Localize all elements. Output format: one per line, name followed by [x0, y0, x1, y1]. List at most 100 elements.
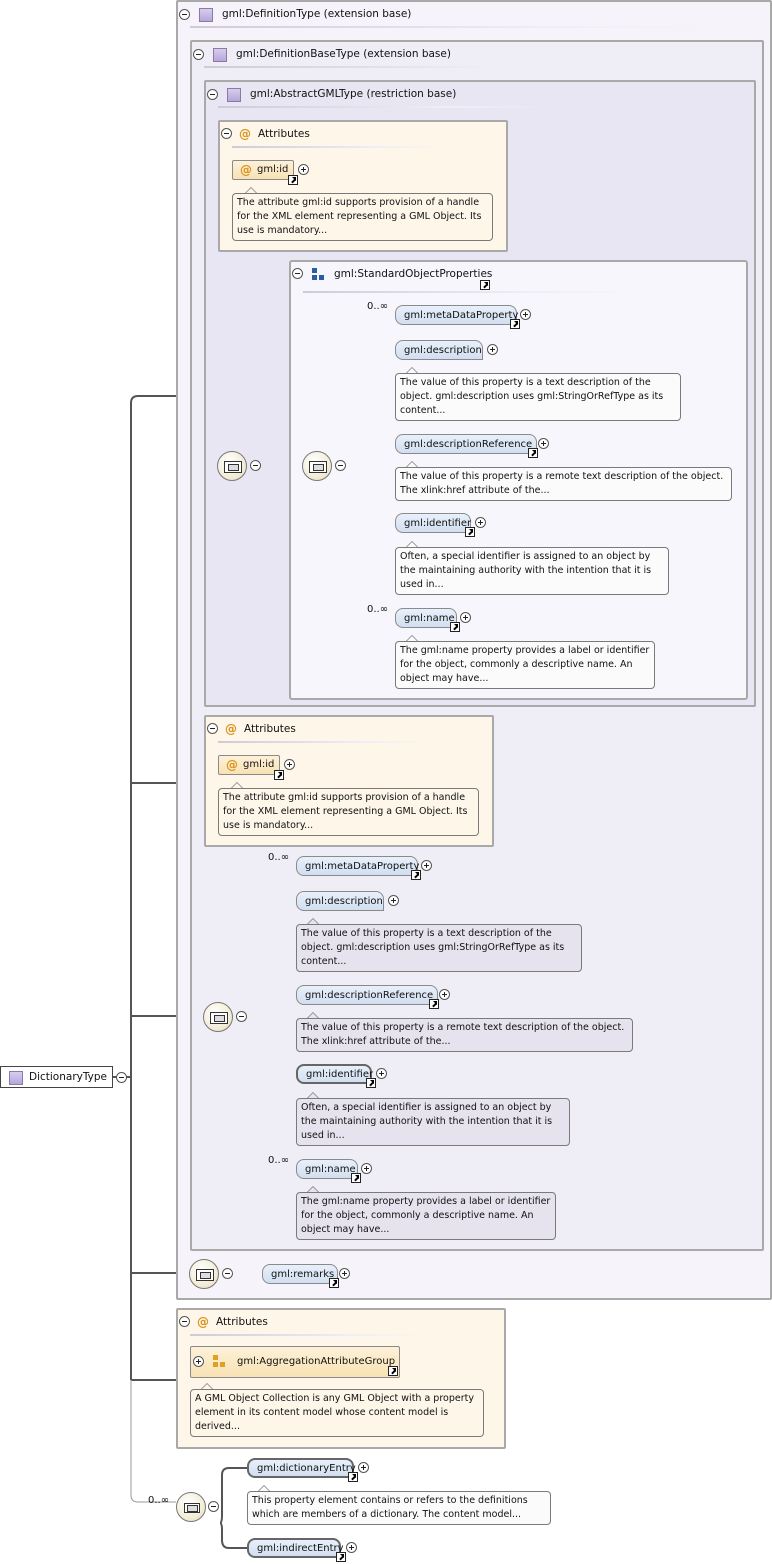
header-divider	[190, 26, 710, 28]
description-doc: The value of this property is a text des…	[395, 373, 681, 421]
element-description[interactable]: gml:description	[395, 340, 483, 360]
expand-element[interactable]	[339, 1268, 350, 1279]
doc-pointer	[257, 1485, 271, 1492]
gml-id-doc: The attribute gml:id supports provision …	[218, 788, 479, 836]
reference-icon[interactable]	[429, 999, 439, 1009]
collapse-sequence[interactable]	[236, 1011, 247, 1022]
collapse-standard-object-properties[interactable]	[292, 268, 303, 279]
complex-type-icon	[213, 48, 227, 62]
expand-element[interactable]	[361, 1163, 372, 1174]
collapse-definition-base-type[interactable]	[193, 49, 204, 60]
name-doc: The gml:name property provides a label o…	[296, 1192, 556, 1240]
element-dictionary-entry[interactable]: gml:dictionaryEntry	[247, 1458, 356, 1478]
expand-element[interactable]	[475, 517, 486, 528]
expand-element[interactable]	[439, 989, 450, 1000]
element-description-reference[interactable]: gml:descriptionReference	[296, 985, 438, 1005]
group-icon	[312, 268, 324, 280]
element-metadata-property[interactable]: gml:metaDataProperty	[395, 305, 518, 325]
complex-type-icon	[199, 8, 213, 22]
reference-icon[interactable]	[465, 527, 475, 537]
expand-gml-id[interactable]	[298, 164, 309, 175]
expand-element[interactable]	[487, 344, 498, 355]
collapse-abstract-gml-type[interactable]	[207, 89, 218, 100]
description-reference-doc: The value of this property is a remote t…	[296, 1018, 633, 1052]
expand-element[interactable]	[460, 612, 471, 623]
collapse-choice[interactable]	[208, 1501, 219, 1512]
expand-element[interactable]	[538, 438, 549, 449]
reference-icon[interactable]	[510, 319, 520, 329]
sequence-compositor-icon[interactable]	[203, 1002, 233, 1032]
doc-pointer	[405, 541, 419, 548]
expand-attribute-group[interactable]	[193, 1356, 204, 1367]
collapse-attributes[interactable]	[221, 128, 232, 139]
name-doc: The gml:name property provides a label o…	[395, 641, 655, 689]
attribute-icon: @	[239, 127, 251, 141]
element-metadata-property[interactable]: gml:metaDataProperty	[296, 856, 419, 876]
element-name[interactable]: gml:name	[395, 608, 457, 628]
attribute-icon: @	[240, 163, 252, 177]
element-name[interactable]: gml:name	[296, 1159, 358, 1179]
doc-pointer	[230, 782, 244, 789]
gml-id-attribute[interactable]: @ gml:id	[232, 160, 294, 180]
gml-id-label: gml:id	[257, 164, 289, 175]
description-reference-doc: The value of this property is a remote t…	[395, 467, 732, 501]
reference-icon[interactable]	[336, 1552, 346, 1562]
expand-gml-id[interactable]	[284, 759, 295, 770]
reference-icon[interactable]	[288, 175, 298, 185]
header-divider	[204, 66, 624, 68]
reference-icon[interactable]	[388, 1366, 398, 1376]
reference-icon[interactable]	[480, 280, 490, 290]
header-divider	[190, 1334, 420, 1336]
sequence-compositor-icon[interactable]	[217, 451, 247, 481]
sequence-compositor-icon[interactable]	[302, 451, 332, 481]
identifier-doc: Often, a special identifier is assigned …	[395, 547, 669, 595]
collapse-attributes[interactable]	[207, 723, 218, 734]
expand-element[interactable]	[421, 860, 432, 871]
multiplicity-label: 0..∞	[148, 1495, 170, 1506]
header-divider	[232, 146, 442, 148]
reference-icon[interactable]	[274, 770, 284, 780]
doc-pointer	[306, 1186, 320, 1193]
element-description[interactable]: gml:description	[296, 891, 384, 911]
reference-icon[interactable]	[528, 448, 538, 458]
collapse-sequence[interactable]	[222, 1268, 233, 1279]
expand-element[interactable]	[346, 1542, 357, 1553]
element-identifier[interactable]: gml:identifier	[395, 513, 471, 533]
collapse-sequence[interactable]	[335, 460, 346, 471]
reference-icon[interactable]	[351, 1173, 361, 1183]
element-indirect-entry[interactable]: gml:indirectEntry	[247, 1538, 344, 1558]
gml-id-attribute[interactable]: @gml:id	[218, 755, 280, 775]
multiplicity-label: 0..∞	[268, 1155, 290, 1166]
multiplicity-label: 0..∞	[268, 852, 290, 863]
aggregation-attribute-group[interactable]: gml:AggregationAttributeGroup	[190, 1346, 400, 1378]
gml-id-doc: The attribute gml:id supports provision …	[232, 193, 493, 241]
collapse-sequence[interactable]	[250, 460, 261, 471]
reference-icon[interactable]	[348, 1472, 358, 1482]
expand-element[interactable]	[376, 1068, 387, 1079]
aggregation-attribute-group-label: gml:AggregationAttributeGroup	[237, 1356, 396, 1367]
doc-pointer	[306, 918, 320, 925]
reference-icon[interactable]	[450, 622, 460, 632]
element-description-reference[interactable]: gml:descriptionReference	[395, 434, 537, 454]
collapse-definition-type[interactable]	[179, 9, 190, 20]
aggregation-doc: A GML Object Collection is any GML Objec…	[190, 1389, 484, 1437]
reference-icon[interactable]	[411, 870, 421, 880]
sequence-compositor-icon[interactable]	[189, 1259, 219, 1289]
doc-pointer	[405, 461, 419, 468]
collapse-root[interactable]	[116, 1072, 127, 1083]
collapse-attributes[interactable]	[179, 1316, 190, 1327]
doc-pointer	[200, 1383, 214, 1390]
doc-pointer	[306, 1012, 320, 1019]
expand-element[interactable]	[388, 895, 399, 906]
root-dictionary-type[interactable]: DictionaryType	[0, 1066, 113, 1088]
reference-icon[interactable]	[366, 1078, 376, 1088]
element-identifier[interactable]: gml:identifier	[296, 1064, 373, 1084]
element-remarks[interactable]: gml:remarks	[262, 1264, 338, 1284]
doc-pointer	[306, 1092, 320, 1099]
header-divider	[218, 741, 428, 743]
doc-pointer	[405, 635, 419, 642]
choice-compositor-icon[interactable]	[176, 1492, 206, 1522]
reference-icon[interactable]	[329, 1278, 339, 1288]
expand-element[interactable]	[520, 309, 531, 320]
expand-element[interactable]	[358, 1462, 369, 1473]
